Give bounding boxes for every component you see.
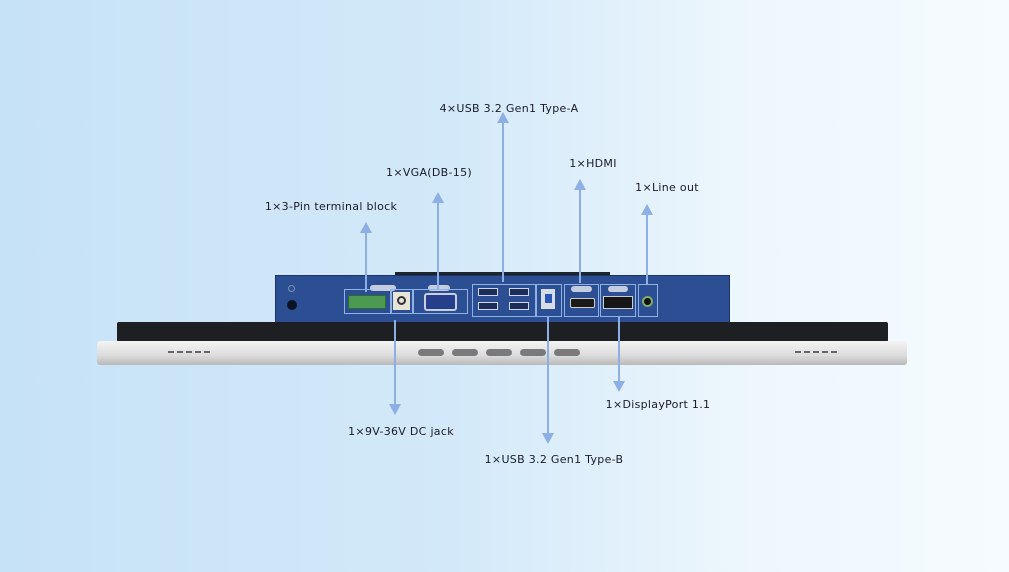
label-dc-jack: 1×9V-36V DC jack [348,425,454,438]
vent-right [795,351,837,353]
dc-jack-box [390,289,413,314]
arrow-up-icon [574,179,586,190]
hdmi-tag [571,286,592,292]
callout-line-dc-jack [394,320,396,405]
usb-b-box [536,284,562,317]
dc-jack-port [393,292,410,310]
vent-slot [486,349,512,356]
label-usb-a: 4×USB 3.2 Gen1 Type-A [439,102,579,115]
callout-line-usb-a [502,120,504,282]
arrow-down-icon [542,433,554,444]
callout-line-line-out [646,212,648,284]
display-bezel [117,322,888,342]
callout-line-usb-b [547,316,549,434]
usb-a-port-2 [509,288,529,296]
label-usb-b: 1×USB 3.2 Gen1 Type-B [484,453,624,466]
dp-tag [608,286,628,292]
io-panel [275,275,730,323]
usb-b-port [541,289,555,309]
arrow-down-icon [389,404,401,415]
label-line-out: 1×Line out [635,181,699,194]
line-out-box [638,284,658,317]
callout-line-hdmi [579,188,581,283]
label-hdmi: 1×HDMI [569,157,617,170]
label-terminal-block: 1×3-Pin terminal block [264,200,398,213]
vga-tag [428,285,450,291]
vga-port [424,293,457,311]
usb-a-port-3 [478,302,498,310]
arrow-up-icon [497,112,509,123]
label-displayport: 1×DisplayPort 1.1 [605,398,711,411]
usb-a-port-1 [478,288,498,296]
hdmi-box [564,284,599,317]
arrow-up-icon [360,222,372,233]
displayport-port [603,296,633,309]
usb-a-port-4 [509,302,529,310]
dc-tag [370,285,396,291]
vent-slot [452,349,478,356]
vent-slot [418,349,444,356]
vent-slot [520,349,546,356]
arrow-up-icon [641,204,653,215]
hdmi-port [570,298,595,308]
callout-line-displayport [618,316,620,382]
vga-box [413,289,468,314]
vent-left [168,351,210,353]
usb-a-box [472,284,536,317]
terminal-block-box [344,289,392,314]
ground-screw-icon [288,285,295,292]
line-out-port [642,296,653,307]
label-vga: 1×VGA(DB-15) [386,166,472,179]
callout-line-terminal [365,230,367,292]
callout-line-vga [437,200,439,290]
arrow-down-icon [613,381,625,392]
power-button-icon [287,300,297,310]
arrow-up-icon [432,192,444,203]
vent-slot [554,349,580,356]
terminal-block-port [348,295,386,309]
